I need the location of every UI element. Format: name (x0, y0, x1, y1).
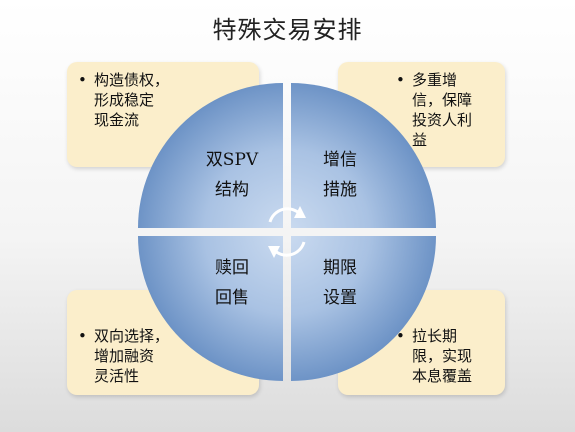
note-line: 信，保障 (412, 91, 473, 109)
bullet: • (396, 327, 405, 345)
note-line: 构造债权， (94, 71, 170, 89)
note-line: 益 (412, 131, 428, 149)
bullet: • (78, 327, 87, 345)
note-line: 拉长期 (412, 327, 458, 345)
quadrant-top-right (291, 83, 436, 228)
quadrant-bottom-right (291, 236, 436, 381)
quadrant-label-bottom-left: 赎回 回售 (197, 253, 267, 313)
quadrant-label-line: 双SPV (205, 150, 259, 170)
quadrant-label-line: 措施 (323, 180, 357, 200)
quadrant-label-bottom-right: 期限 设置 (305, 253, 375, 313)
quadrant-bottom-left (138, 236, 283, 381)
quadrant-label-line: 回售 (215, 288, 249, 308)
note-line: 现金流 (94, 111, 140, 129)
cycle-arrows-icon (268, 206, 306, 258)
quadrant-label-line: 设置 (323, 288, 357, 308)
quadrant-label-line: 结构 (215, 180, 249, 200)
note-line: 多重增 (412, 71, 458, 89)
quadrant-top-left (138, 83, 283, 228)
note-line: 双向选择， (94, 327, 170, 345)
quadrant-label-line: 增信 (323, 150, 357, 170)
note-top-right: • 多重增 信，保障 投资人利 益 (396, 70, 472, 150)
quadrant-label-line: 赎回 (215, 258, 249, 278)
note-bottom-left: • 双向选择， 增加融资 灵活性 (78, 326, 169, 386)
bullet: • (396, 71, 405, 89)
note-line: 形成稳定 (94, 91, 155, 109)
bullet: • (78, 71, 87, 89)
quadrant-label-top-left: 双SPV 结构 (197, 145, 267, 205)
note-line: 增加融资 (94, 347, 155, 365)
quadrant-label-top-right: 增信 措施 (305, 145, 375, 205)
note-line: 灵活性 (94, 367, 140, 385)
note-bottom-right: • 拉长期 限，实现 本息覆盖 (396, 326, 472, 386)
note-top-left: • 构造债权， 形成稳定 现金流 (78, 70, 169, 130)
note-line: 投资人利 (412, 111, 473, 129)
quadrant-label-line: 期限 (323, 258, 357, 278)
note-line: 本息覆盖 (412, 367, 473, 385)
note-line: 限，实现 (412, 347, 473, 365)
diagram-title: 特殊交易安排 (212, 16, 363, 44)
